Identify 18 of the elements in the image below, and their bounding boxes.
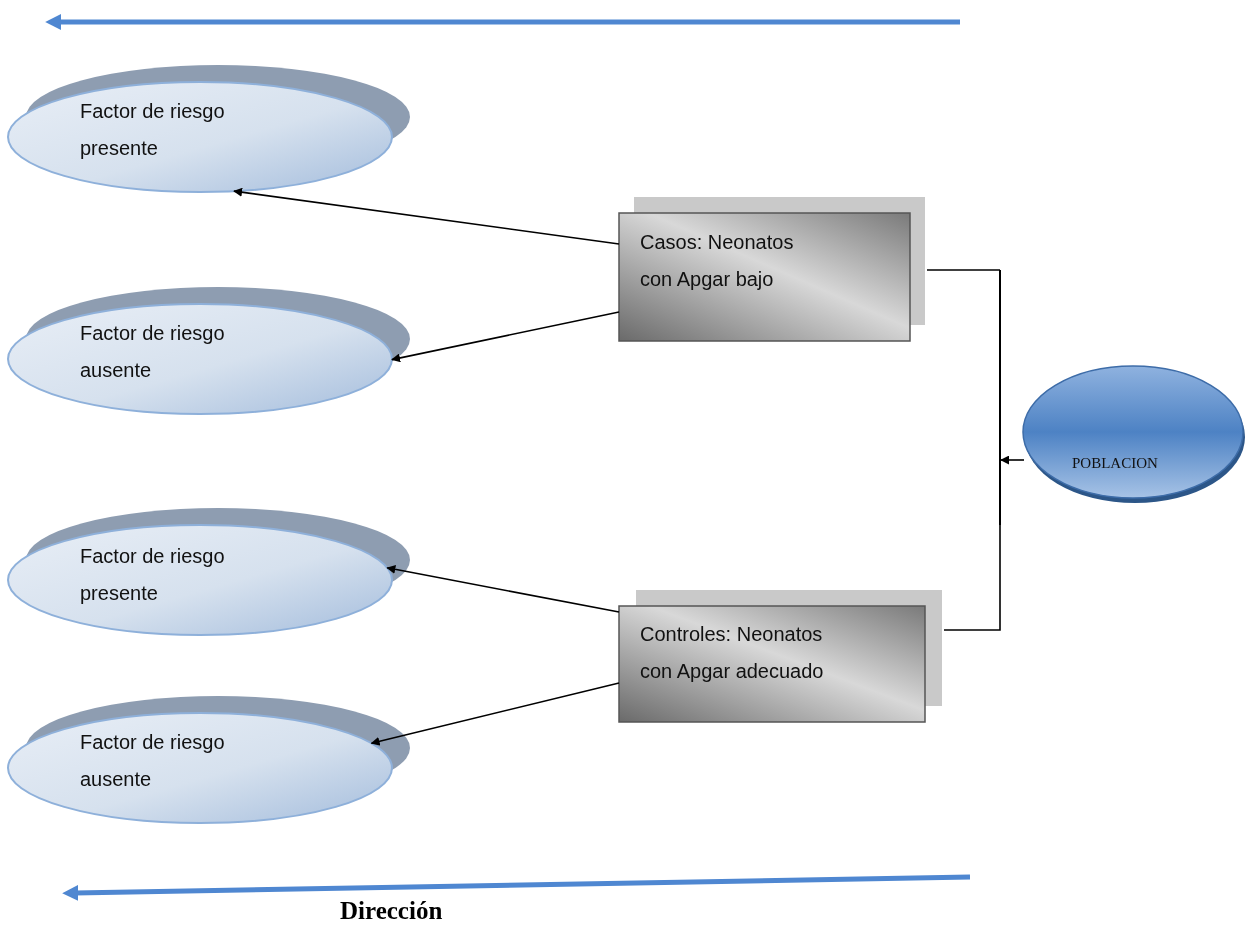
process-box xyxy=(617,588,942,724)
node-label: Controles: Neonatos con Apgar adecuado xyxy=(640,622,825,684)
node-label: Factor de riesgo ausente xyxy=(80,730,226,792)
node-label: Factor de riesgo presente xyxy=(80,99,226,161)
arrow xyxy=(391,311,620,363)
node-label: Casos: Neonatos con Apgar bajo xyxy=(640,230,795,292)
arrow xyxy=(1000,455,1025,465)
arrow xyxy=(233,187,620,245)
process-box xyxy=(617,195,927,343)
connector-line xyxy=(926,269,1001,271)
caption-text: Dirección xyxy=(340,897,443,925)
arrow xyxy=(370,682,620,746)
node-label: Factor de riesgo presente xyxy=(80,544,226,606)
connector-line xyxy=(943,524,1001,631)
node-label: Factor de riesgo ausente xyxy=(80,321,226,383)
bracket-line xyxy=(999,270,1001,525)
node-label: POBLACION xyxy=(1072,454,1158,472)
arrow xyxy=(386,564,620,613)
